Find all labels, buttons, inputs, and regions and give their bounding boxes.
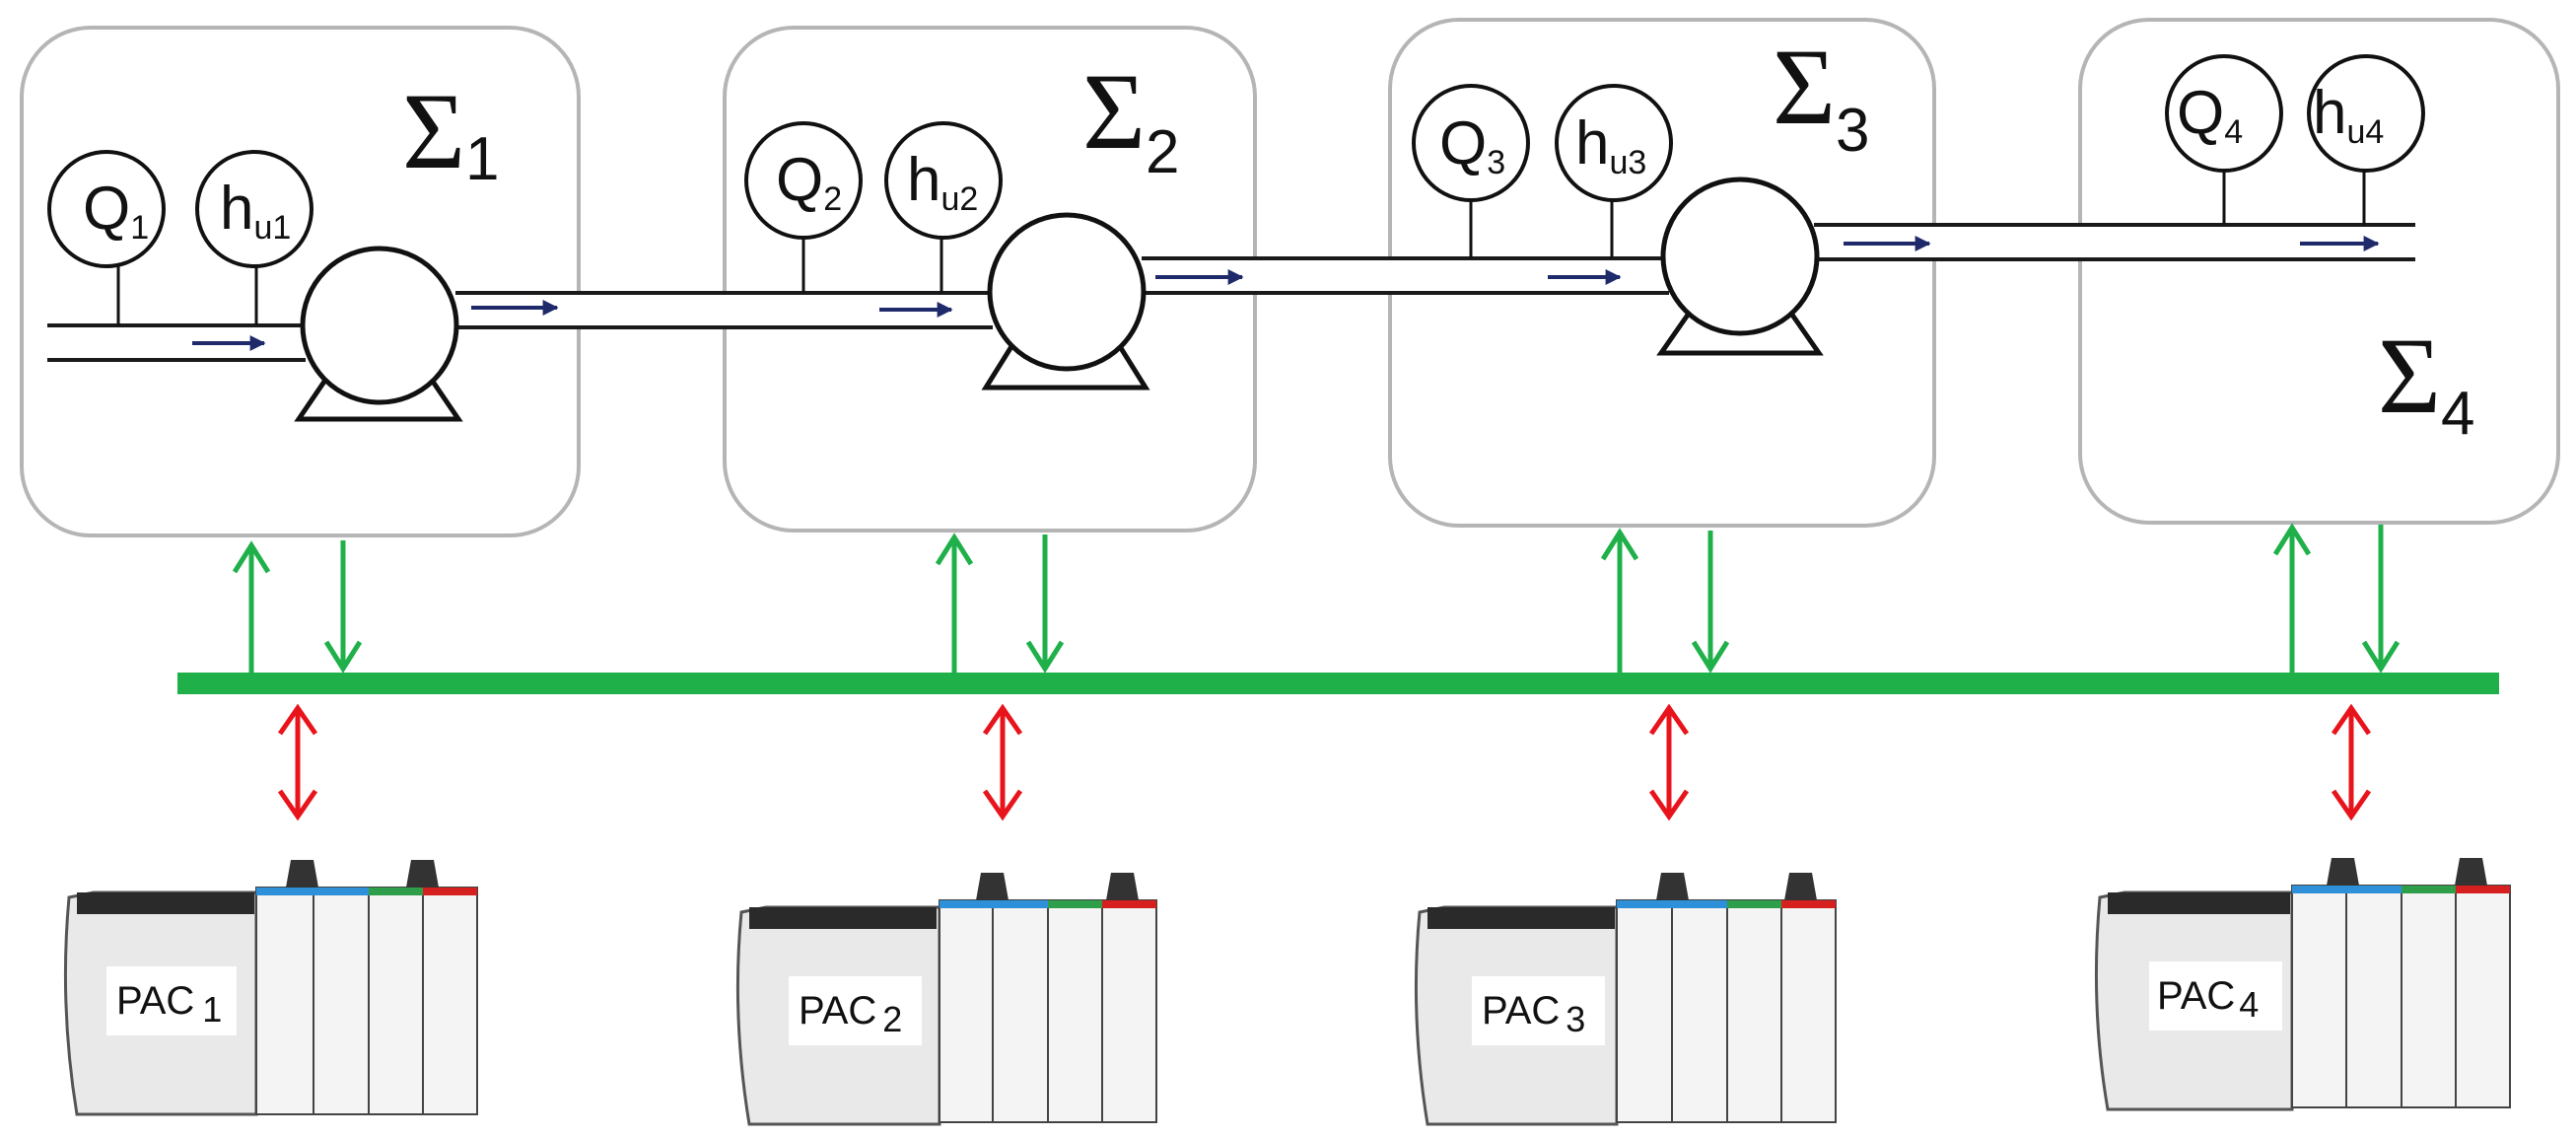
- head-sensor-1-label: hu1: [220, 175, 291, 247]
- bus-links: [232, 523, 2401, 674]
- flow-sensor-3-label: Q3: [1439, 109, 1505, 181]
- head-sensor-4-label: hu4: [2313, 79, 2384, 151]
- flow-sensor-1: [47, 150, 166, 268]
- pump-icon: [1656, 177, 1824, 356]
- head-sensor-3-label: hu3: [1575, 109, 1646, 181]
- subsystem-3-label: Σ3: [1773, 27, 1870, 165]
- subsystem-1-label: Σ1: [402, 71, 500, 193]
- head-sensor-2: [884, 121, 1003, 240]
- flow-sensor-2: [744, 121, 863, 240]
- pump-icon: [981, 212, 1150, 391]
- subsystem-2-label: Σ2: [1082, 51, 1180, 186]
- subsystem-box-1: [20, 26, 581, 537]
- head-sensor-2-label: hu2: [907, 146, 978, 218]
- flow-sensor-4-label: Q4: [2177, 79, 2243, 151]
- flow-arrows: [192, 236, 2380, 351]
- flow-sensor-2-label: Q2: [776, 146, 842, 218]
- pump-icon: [294, 246, 463, 422]
- head-sensor-3: [1555, 84, 1673, 202]
- head-sensor-4: [2307, 54, 2425, 173]
- subsystem-4-label: Σ4: [2378, 316, 2475, 448]
- flow-sensor-3: [1412, 84, 1530, 202]
- flow-sensor-1-label: Q1: [83, 175, 149, 247]
- head-sensor-1: [195, 150, 313, 268]
- flow-sensor-4: [2165, 54, 2283, 173]
- controller-links: [277, 703, 2372, 821]
